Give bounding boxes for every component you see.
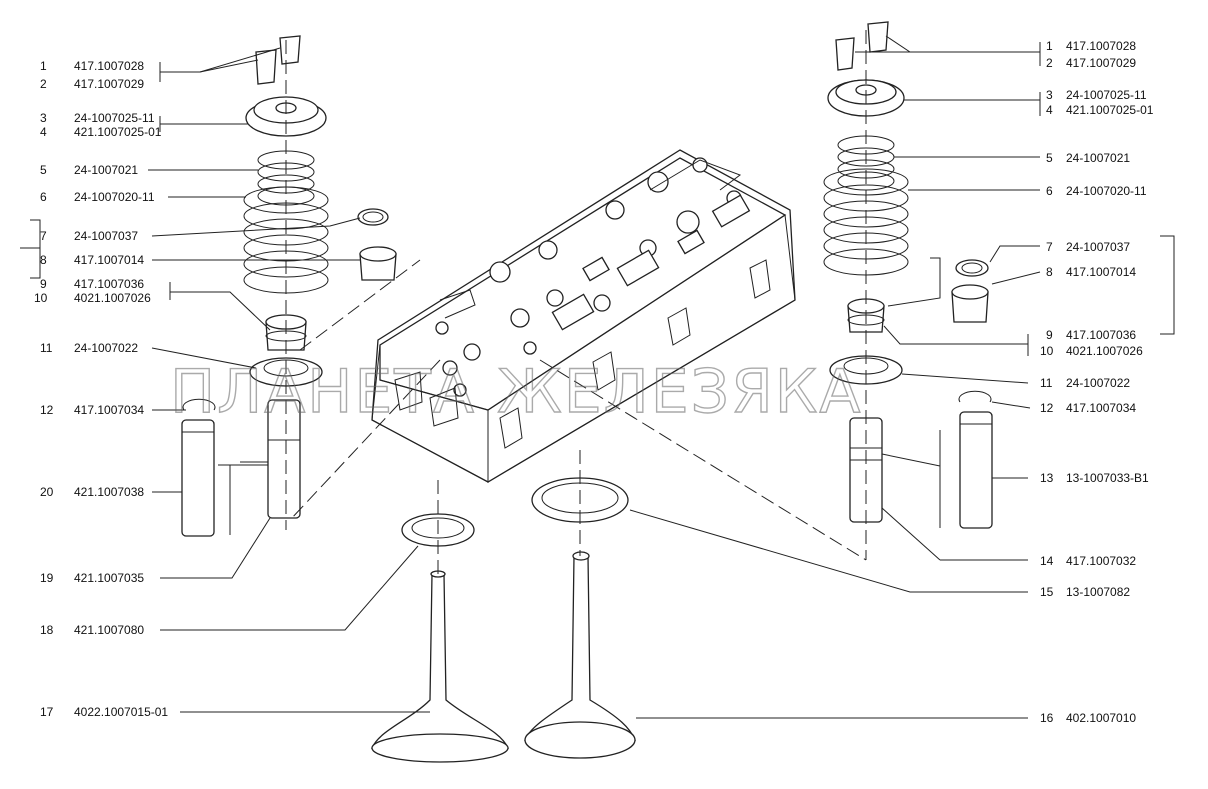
callout-num: 16 xyxy=(1040,711,1054,725)
callout-num: 13 xyxy=(1040,471,1054,485)
callout-part: 24-1007020-11 xyxy=(1066,184,1147,198)
callout-num: 7 xyxy=(1046,240,1053,254)
callout-num: 1 xyxy=(40,59,47,73)
callout-num: 3 xyxy=(40,111,47,125)
callout-part: 417.1007029 xyxy=(1066,56,1136,70)
callout-num: 5 xyxy=(1046,151,1053,165)
callout-part: 24-1007021 xyxy=(74,163,138,177)
valve-guide-13 xyxy=(959,411,993,529)
callout-num: 9 xyxy=(1046,328,1053,342)
callout-part: 421.1007080 xyxy=(74,623,144,637)
callout-part: 24-1007020-11 xyxy=(74,190,155,204)
leader-lines xyxy=(20,35,1175,719)
callout-part: 24-1007022 xyxy=(1066,376,1130,390)
retainer-ring xyxy=(955,259,989,277)
callout-part: 417.1007032 xyxy=(1066,554,1136,568)
callout-part: 13-1007082 xyxy=(1066,585,1130,599)
callout-part: 4022.1007015-01 xyxy=(74,705,168,719)
callout-num: 15 xyxy=(1040,585,1054,599)
callout-num: 18 xyxy=(40,623,54,637)
callout-part: 24-1007037 xyxy=(1066,240,1130,254)
callout-num: 7 xyxy=(40,229,47,243)
callout-part: 24-1007022 xyxy=(74,341,138,355)
callout-part: 421.1007025-01 xyxy=(74,125,162,139)
callout-num: 8 xyxy=(1046,265,1053,279)
valve-guide-19 xyxy=(267,399,301,519)
callout-num: 20 xyxy=(40,485,54,499)
callout-num: 19 xyxy=(40,571,54,585)
callout-part: 417.1007028 xyxy=(1066,39,1136,53)
callout-part: 4021.1007026 xyxy=(74,291,151,305)
callout-part: 421.1007035 xyxy=(74,571,144,585)
callout-num: 8 xyxy=(40,253,47,267)
callout-part: 417.1007029 xyxy=(74,77,144,91)
callout-part: 421.1007038 xyxy=(74,485,144,499)
callout-part: 417.1007014 xyxy=(74,253,144,267)
callout-num: 1 xyxy=(1046,39,1053,53)
inner-spring xyxy=(257,150,315,206)
collet-half xyxy=(255,49,277,85)
collet-half xyxy=(835,37,855,71)
callout-num: 10 xyxy=(34,291,48,305)
collet-half xyxy=(279,35,301,65)
callout-num: 6 xyxy=(1046,184,1053,198)
callout-part: 24-1007037 xyxy=(74,229,138,243)
callout-num: 3 xyxy=(1046,88,1053,102)
callout-part: 402.1007010 xyxy=(1066,711,1136,725)
callout-num: 4 xyxy=(1046,103,1053,117)
callout-num: 2 xyxy=(40,77,47,91)
right-valve-stack xyxy=(299,21,993,759)
callout-part: 421.1007025-01 xyxy=(1066,103,1154,117)
callout-part: 4021.1007026 xyxy=(1066,344,1143,358)
valve-17 xyxy=(370,573,510,749)
cylinder-head xyxy=(371,149,796,483)
callout-num: 2 xyxy=(1046,56,1053,70)
callout-num: 11 xyxy=(1040,376,1053,390)
snap-ring xyxy=(958,390,992,403)
callout-num: 12 xyxy=(1040,401,1054,415)
collet-half xyxy=(867,21,889,53)
callout-part: 24-1007021 xyxy=(1066,151,1130,165)
callout-part: 417.1007028 xyxy=(74,59,144,73)
callout-num: 14 xyxy=(1040,554,1054,568)
callout-part: 24-1007025-11 xyxy=(74,111,155,125)
callout-num: 5 xyxy=(40,163,47,177)
snap-ring xyxy=(182,398,216,411)
valve-guide-20 xyxy=(181,419,215,537)
callout-part: 13-1007033-В1 xyxy=(1066,471,1149,485)
callout-num: 6 xyxy=(40,190,47,204)
labels-left: 1 417.1007028 2 417.1007029 3 24-1007025… xyxy=(34,59,168,719)
callout-num: 9 xyxy=(40,277,47,291)
watermark-text: ПЛАНЕТА ЖЕЛЕЗЯКА xyxy=(170,357,862,427)
callout-part: 24-1007025-11 xyxy=(1066,88,1147,102)
callout-part: 417.1007034 xyxy=(1066,401,1136,415)
callout-num: 10 xyxy=(1040,344,1054,358)
callout-num: 17 xyxy=(40,705,54,719)
valve-16 xyxy=(524,555,636,741)
retainer-ring xyxy=(357,208,389,226)
callout-part: 417.1007036 xyxy=(1066,328,1136,342)
callout-num: 11 xyxy=(40,341,53,355)
callout-part: 417.1007034 xyxy=(74,403,144,417)
callout-num: 12 xyxy=(40,403,54,417)
callout-num: 4 xyxy=(40,125,47,139)
callout-part: 417.1007036 xyxy=(74,277,144,291)
callout-part: 417.1007014 xyxy=(1066,265,1136,279)
left-valve-stack xyxy=(181,35,510,763)
labels-right: 1 417.1007028 2 417.1007029 3 24-1007025… xyxy=(1040,39,1154,725)
